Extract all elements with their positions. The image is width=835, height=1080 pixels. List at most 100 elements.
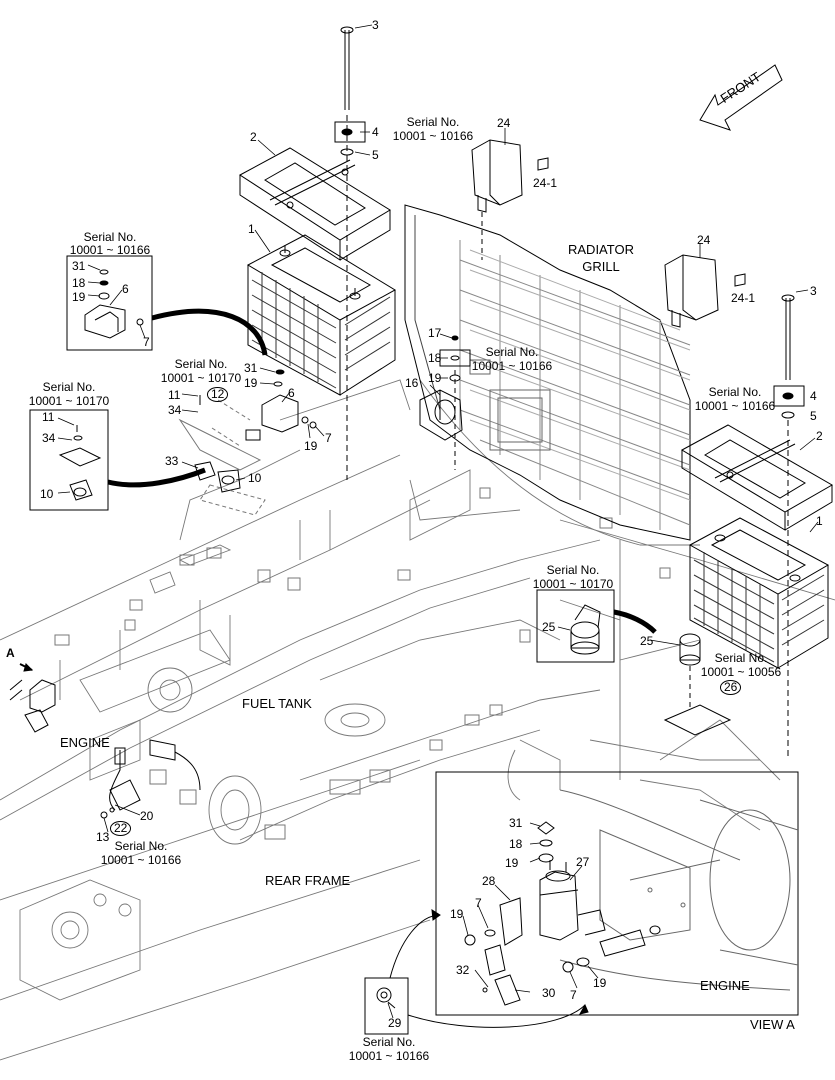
relay-upper [84,269,144,339]
serial-switch-box-2: 10001 ~ 10170 [532,577,614,591]
callout: 24 [697,233,711,247]
lamp-lower [664,254,746,328]
callout: 6 [122,282,129,296]
callout: 3 [372,18,379,32]
callout: 11 [168,388,181,402]
callout: 2 [250,130,257,144]
battery-right [688,517,830,669]
callout: 2 [816,429,823,443]
frame-outline [0,379,835,1061]
serial-switch-box-1: Serial No. [546,563,600,577]
callout: 13 [96,830,110,844]
harness [100,739,201,819]
callout: 5 [810,409,817,423]
callout: 29 [388,1016,402,1030]
serial-left-mid-1: Serial No. [174,357,228,371]
serial-top-center-1: Serial No. [406,115,460,129]
frame-blocks [54,487,671,840]
leader-lines [57,24,819,1019]
callout: 31 [72,259,86,273]
detail-box-resistor [29,409,109,511]
callout: 19 [593,976,607,990]
callout: 3 [810,284,817,298]
serial-bottom-center-1: Serial No. [362,1035,416,1049]
view-a-box [435,771,799,1016]
serial-left-box-1: Serial No. [42,380,96,394]
callout: 1 [816,514,823,528]
serial-left-mid-2: 10001 ~ 10170 [160,371,242,385]
serial-left-box-2: 10001 ~ 10170 [28,394,110,408]
engine-label: ENGINE [60,735,110,750]
washer-box-right [773,385,805,407]
callout: 7 [325,431,332,445]
radiator-label-line2: GRILL [582,259,620,274]
callout: 10 [40,487,54,501]
detail-box-relay [66,255,153,351]
callout: 19 [304,439,318,453]
callout: 31 [244,361,258,375]
callout: 5 [372,148,379,162]
front-arrow [699,64,783,131]
radiator-grill [404,204,691,541]
detail-box-29 [364,977,409,1035]
leader-29-up [389,914,441,979]
relay-base [194,461,266,516]
rear-frame-label: REAR FRAME [265,873,351,888]
detail-box-switch [536,589,615,663]
radiator-label-line1: RADIATOR [568,242,634,257]
bolt-29 [376,987,396,1009]
callout: 32 [456,963,470,977]
callout: 7 [143,335,150,349]
callout: 19 [428,371,442,385]
callout: 19 [450,907,464,921]
callout: 16 [405,376,419,390]
engine-relay [9,663,56,733]
serial-mid-center-2: 10001 ~ 10166 [471,359,553,373]
battery-holder-right [680,424,834,531]
starter-relay [539,860,606,941]
serial-left-top-2: 10001 ~ 10166 [69,243,151,257]
serial-bottom-left-2: 10001 ~ 10166 [100,853,182,867]
callout: 31 [509,816,523,830]
callout: 27 [576,855,590,869]
callout: 7 [570,988,577,1002]
bolt-right [781,294,795,760]
fuel-tank-label: FUEL TANK [242,696,312,711]
callout: 24-1 [533,176,558,190]
leader-curve-mid [107,467,206,488]
callout-circled: 26 [720,680,742,695]
callout: 4 [810,389,817,403]
callout: 25 [542,620,556,634]
callout: 6 [288,386,295,400]
callout: 19 [72,290,86,304]
callout: 18 [509,837,523,851]
callout: 4 [372,125,379,139]
serial-bottom-left-1: Serial No. [114,839,168,853]
callout: 20 [140,809,154,823]
callout: 1 [248,222,255,236]
serial-right-lower-2: 10001 ~ 10056 [700,665,782,679]
callout: 34 [168,403,182,417]
callout: 30 [542,986,556,1000]
callout-circled: 12 [207,387,229,402]
leader-curve-switch [613,609,657,634]
engine-view-label: ENGINE [700,978,750,993]
serial-top-center-2: 10001 ~ 10166 [392,129,474,143]
view-a-label: VIEW A [750,1017,795,1032]
callout: 18 [72,276,86,290]
view-a-fasteners [464,821,661,1006]
battery-holder-left [239,147,391,261]
battery-left [246,234,396,396]
callout: 11 [42,410,55,424]
callout: 17 [428,326,442,340]
key-switch [570,604,601,655]
callout: 18 [428,351,442,365]
callout: 19 [244,376,258,390]
callout-circled: 22 [110,821,132,836]
callout: 19 [505,856,519,870]
leader-curve-top [151,308,268,356]
serial-left-top-1: Serial No. [83,230,137,244]
view-a-engine [559,789,799,991]
callout: 33 [165,454,179,468]
